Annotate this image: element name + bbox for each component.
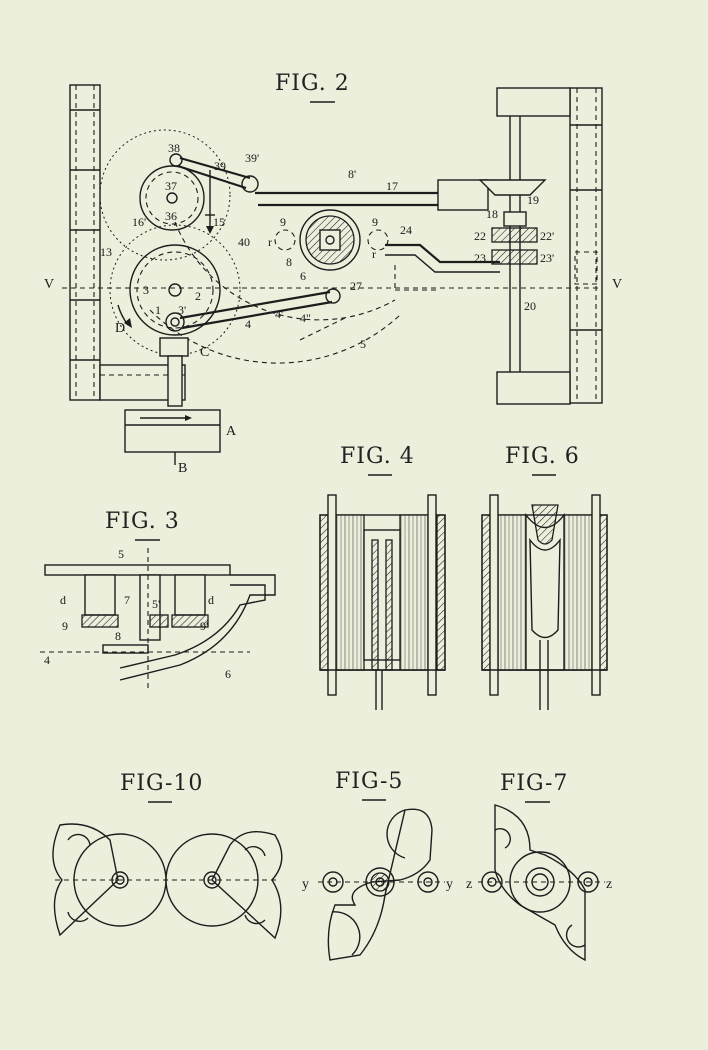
fig2-label-A: A (226, 424, 237, 439)
fig2-label-9a: 9 (280, 215, 286, 229)
fig2-label-27: 27 (350, 279, 362, 293)
fig5-caption: FIG-5 (335, 769, 403, 794)
fig2-label-5: 5 (360, 337, 366, 351)
fig2-label-2: 2 (195, 289, 201, 303)
fig10: FIG-10 (52, 771, 283, 940)
fig3-label-5: 5 (118, 547, 124, 561)
fig2-label-r1: r (268, 235, 272, 249)
fig2-label-3p: 3' (178, 303, 186, 317)
fig2-label-8p: 8' (348, 167, 356, 181)
fig6-caption: FIG. 6 (505, 444, 580, 469)
fig3-label-4: 4 (44, 653, 50, 667)
gear-16-pitch-circle (99, 129, 231, 261)
fig4-caption: FIG. 4 (340, 444, 415, 469)
fig2: FIG. 2 (44, 71, 622, 476)
fig3-label-8: 8 (115, 629, 121, 643)
fig2-label-r2: r (372, 247, 376, 261)
fig2-label-24: 24 (400, 223, 412, 237)
fig2-label-19: 19 (527, 193, 539, 207)
fig2-label-38: 38 (168, 141, 180, 155)
fig7: FIG-7 z z (466, 771, 612, 962)
fig2-label-4pp: 4" (300, 311, 311, 325)
fig2-label-15: 15 (213, 215, 225, 229)
fig2-label-B: B (178, 461, 187, 476)
fig2-label-39p: 39' (245, 151, 259, 165)
fig2-label-39: 39 (214, 159, 226, 173)
fig2-label-4: 4 (245, 317, 251, 331)
fig2-label-22: 22 (474, 229, 486, 243)
fig2-label-37: 37 (165, 179, 177, 193)
crank-pin (165, 312, 185, 332)
fig2-label-C: C (200, 345, 209, 360)
fig2-label-9b: 9 (372, 215, 378, 229)
fig3-label-9p: 9' (200, 619, 208, 633)
fig6: FIG. 6 (481, 444, 608, 710)
fig2-label-18: 18 (486, 207, 498, 221)
fig2-label-23p: 23' (540, 251, 554, 265)
fig5: FIG-5 y y (302, 769, 453, 961)
fig3-label-d-right: d (208, 593, 214, 607)
fig2-label-36: 36 (165, 209, 177, 223)
fig2-label-20: 20 (524, 299, 536, 313)
fig2-caption: FIG. 2 (275, 71, 350, 96)
fig2-label-V-left: V (44, 277, 54, 292)
fig2-label-23: 23 (474, 251, 486, 265)
fig2-label-4p: 4' (275, 307, 283, 321)
fig2-label-16p: 16' (132, 215, 146, 229)
fig4: FIG. 4 (319, 444, 446, 710)
fig3-label-9: 9 (62, 619, 68, 633)
fig3-label-7: 7 (124, 593, 130, 607)
fig2-label-40: 40 (238, 235, 250, 249)
fig2-label-1: 1 (155, 303, 161, 317)
fig7-label-z-left: z (466, 877, 472, 892)
fig2-label-17: 17 (386, 179, 398, 193)
fig10-caption: FIG-10 (120, 771, 203, 796)
fig2-right-frame (496, 87, 603, 405)
fig2-label-D: D (115, 321, 125, 336)
fig2-label-3: 3 (143, 283, 149, 297)
fig5-label-y-left: y (302, 877, 309, 892)
fig7-caption: FIG-7 (500, 771, 568, 796)
fig2-label-8: 8 (286, 255, 292, 269)
fig3-label-5p: 5' (152, 597, 160, 611)
fig3-label-6: 6 (225, 667, 231, 681)
fig3-label-d-left: d (60, 593, 66, 607)
fig2-label-22p: 22' (540, 229, 554, 243)
fig3-caption: FIG. 3 (105, 509, 180, 534)
fig2-label-6: 6 (300, 269, 306, 283)
fig2-label-V-right: V (612, 277, 622, 292)
fig2-label-13: 13 (100, 245, 112, 259)
fig7-label-z-right: z (606, 877, 612, 892)
fig5-label-y-right: y (446, 877, 453, 892)
fig3: FIG. 3 5 d d 7 5' 9 9' 8 4 6 (40, 509, 276, 690)
